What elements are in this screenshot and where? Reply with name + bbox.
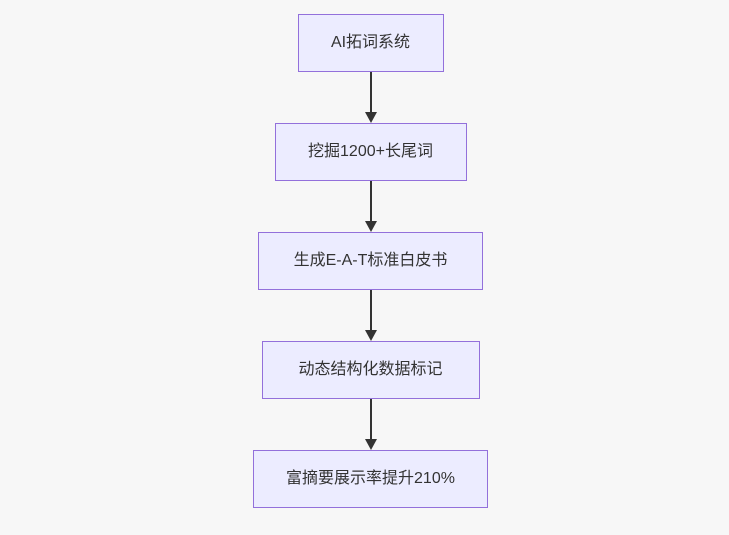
arrow-connector-3 [364,290,377,341]
arrow-line [369,399,372,439]
arrow-line [369,72,372,112]
arrow-connector-1 [364,72,377,123]
arrow-line [369,181,372,221]
flow-node-ai-word-system: AI拓词系统 [297,14,444,72]
flow-node-longtail-mining: 挖掘1200+长尾词 [274,123,467,181]
flow-node-eat-whitepaper: 生成E-A-T标准白皮书 [258,232,483,290]
arrow-connector-4 [364,399,377,450]
flow-node-structured-data-markup: 动态结构化数据标记 [261,341,480,399]
arrowhead-down-icon [364,221,377,232]
arrow-line [369,290,372,330]
flow-node-rich-snippet-rate: 富摘要展示率提升210% [253,450,488,508]
arrowhead-down-icon [364,330,377,341]
flowchart-column: AI拓词系统 挖掘1200+长尾词 生成E-A-T标准白皮书 动态结构化数据标记… [0,14,729,508]
arrowhead-down-icon [364,112,377,123]
arrow-connector-2 [364,181,377,232]
arrowhead-down-icon [364,439,377,450]
